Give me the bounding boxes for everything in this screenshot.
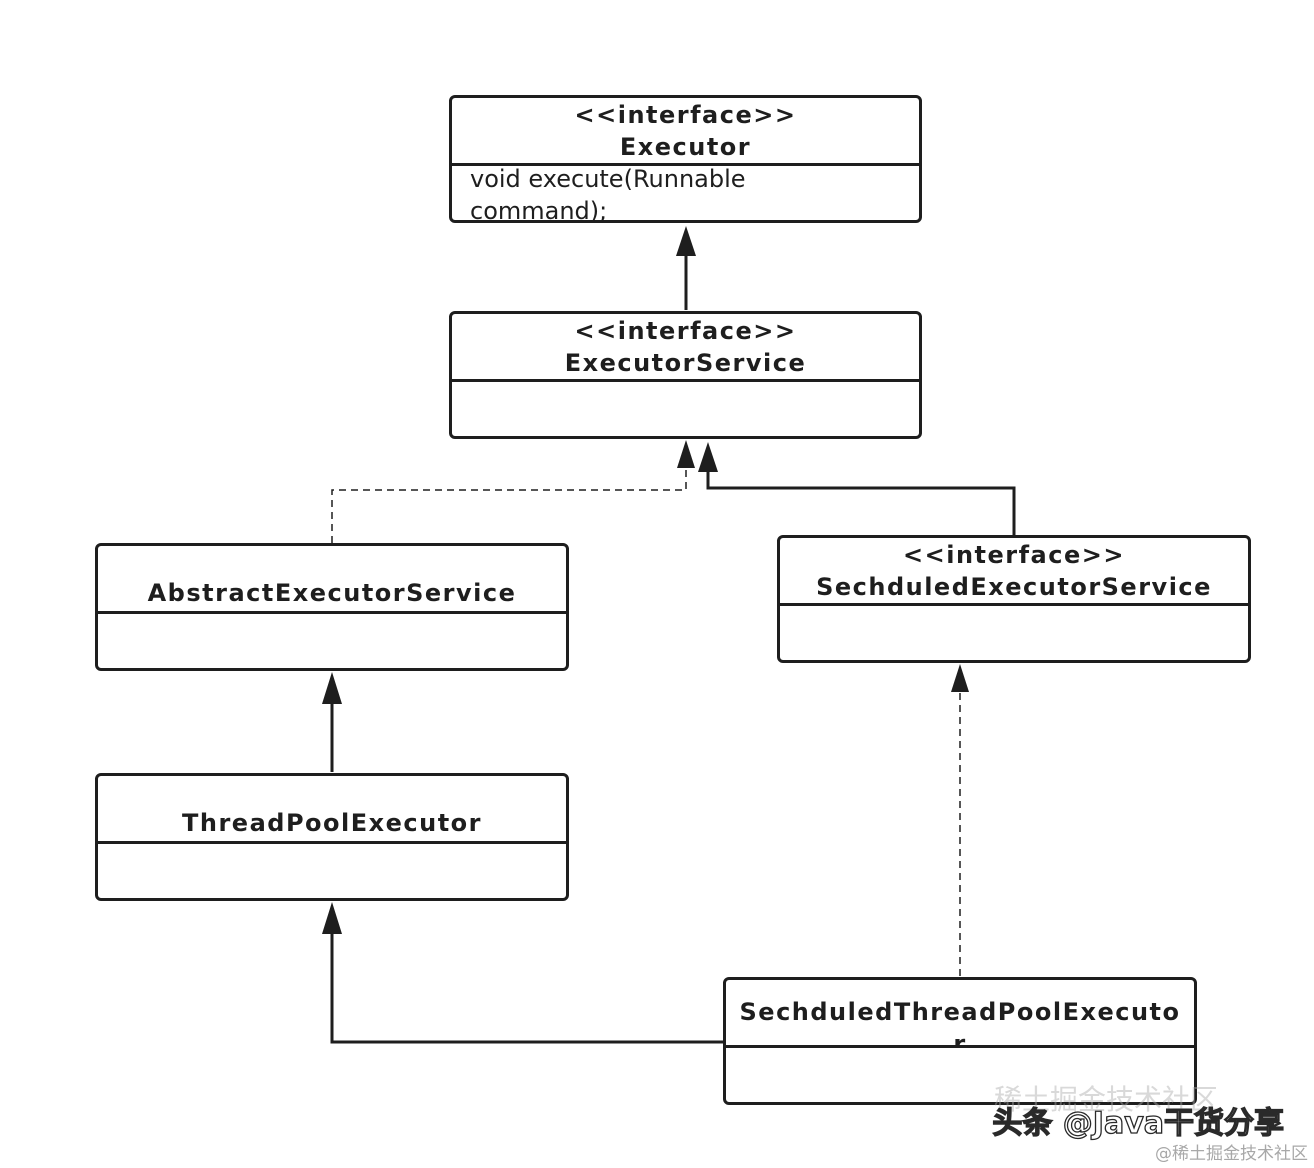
edge-sechduledexecutorservice-executorservice (706, 470, 1016, 535)
stereotype-label: <<interface>> (574, 101, 797, 129)
stereotype-label: <<interface>> (574, 317, 797, 345)
class-sechduledthreadpoolexecutor: SechduledThreadPoolExecutor (723, 977, 1197, 1105)
class-sechduledthreadpoolexecutor-header: SechduledThreadPoolExecutor (726, 980, 1194, 1048)
class-executor-header: <<interface>> Executor (452, 98, 919, 166)
edge-abstractexecutorservice-executorservice (331, 468, 687, 543)
class-name: SechduledExecutorService (816, 573, 1212, 601)
arrowhead-sechduledexecutorservice (951, 664, 969, 692)
class-sechduledexecutorservice: <<interface>> SechduledExecutorService (777, 535, 1251, 663)
class-name: ExecutorService (564, 349, 807, 377)
arrowhead-threadpoolexecutor (322, 902, 342, 934)
class-executorservice: <<interface>> ExecutorService (449, 311, 922, 439)
watermark-author: 头条 @Java干货分享 (992, 1105, 1285, 1141)
class-executor-methods: void execute(Runnable command); (452, 163, 919, 225)
watermark-ghost-text: 稀土掘金技术社区 (993, 1083, 1218, 1116)
class-executorservice-header: <<interface>> ExecutorService (452, 314, 919, 382)
arrowhead-executorservice-left (677, 440, 695, 468)
watermark-site: @稀土掘金技术社区 (1155, 1144, 1308, 1164)
class-threadpoolexecutor-header: ThreadPoolExecutor (98, 776, 566, 844)
class-name: Executor (619, 133, 752, 161)
arrowhead-abstractexecutorservice (322, 672, 342, 704)
method-execute: void execute(Runnable command); (470, 165, 746, 225)
arrowhead-executor (676, 226, 696, 256)
edge-sechduledthreadpoolexecutor-threadpoolexecutor (330, 932, 723, 1044)
class-abstractexecutorservice: AbstractExecutorService (95, 543, 569, 671)
class-sechduledexecutorservice-header: <<interface>> SechduledExecutorService (780, 538, 1248, 606)
class-name: SechduledThreadPoolExecutor (739, 998, 1181, 1048)
stereotype-label: <<interface>> (903, 541, 1125, 569)
class-name: AbstractExecutorService (147, 579, 517, 607)
class-threadpoolexecutor: ThreadPoolExecutor (95, 773, 569, 901)
class-abstractexecutorservice-header: AbstractExecutorService (98, 546, 566, 614)
arrowhead-executorservice-right (698, 442, 718, 472)
class-name: ThreadPoolExecutor (182, 809, 482, 837)
class-executor: <<interface>> Executor void execute(Runn… (449, 95, 922, 225)
